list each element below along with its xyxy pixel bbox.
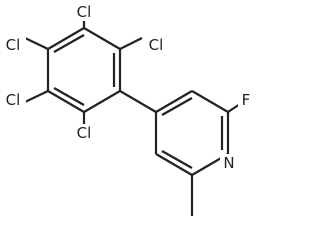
bond-pyridine-1-double [161, 97, 193, 116]
bond-benzene-6 [47, 27, 85, 50]
label-bg-nitrogen [220, 154, 238, 172]
atom-cl-upper-right-label: Cl [149, 36, 164, 54]
atom-cl-lower-left-label: Cl [6, 91, 21, 109]
bond-layer [24, 17, 241, 216]
bond-c-cl-upper-left [24, 37, 49, 50]
label-bg-cl-top [71, 3, 97, 21]
label-bg-cl-upper-left [0, 36, 26, 54]
bond-biaryl [119, 90, 157, 113]
bond-benzene-6-double [53, 34, 85, 53]
bond-pyridine-2 [191, 90, 229, 113]
atom-cl-top-label: Cl [77, 3, 92, 21]
bond-benzene-4-double [53, 87, 85, 106]
bond-pyridine-5-double [161, 150, 193, 169]
atom-nitrogen-label: N [223, 154, 234, 172]
atom-cl-upper-left-label: Cl [6, 36, 21, 54]
label-bg-fluorine [238, 91, 254, 109]
bond-c-cl-lower-left [24, 90, 49, 103]
atom-label-layer: Cl Cl Cl Cl Cl F N [0, 3, 254, 172]
bond-c-cl-upper-right [119, 37, 143, 50]
atom-cl-bottom-label: Cl [77, 124, 92, 142]
bond-benzene-1 [83, 27, 121, 50]
atom-fluorine-label: F [242, 91, 251, 109]
chemical-structure: Cl Cl Cl Cl Cl F N [0, 3, 254, 216]
bond-benzene-4 [47, 90, 85, 113]
bond-pyridine-5 [155, 153, 193, 176]
bond-pyridine-1 [155, 90, 193, 113]
label-bg-cl-lower-left [0, 91, 26, 109]
bond-benzene-3 [83, 90, 121, 113]
label-bg-cl-bottom [71, 124, 97, 142]
label-bg-cl-upper-right [143, 36, 169, 54]
